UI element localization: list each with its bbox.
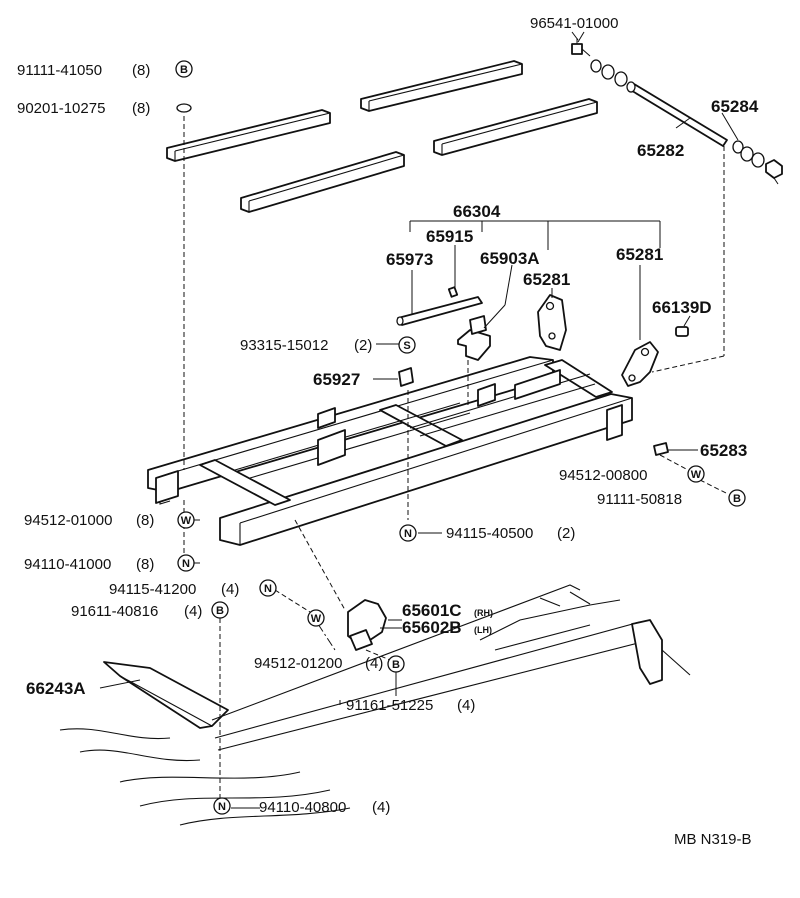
sill-bar xyxy=(360,60,523,112)
hinge-rod xyxy=(396,296,483,326)
label-91111-41050-qty: (8) xyxy=(132,62,150,79)
mud-guard-66243A xyxy=(103,661,229,729)
part-labels: 96541-01000 91111-41050 (8) 90201-10275 … xyxy=(17,15,759,848)
label-65602B-side: (LH) xyxy=(474,625,492,635)
label-65903A: 65903A xyxy=(480,249,540,268)
bolt-symbol: B xyxy=(175,60,193,78)
label-91161-51225: 91161-51225 xyxy=(346,697,433,714)
label-65927: 65927 xyxy=(313,370,360,389)
sill-bar xyxy=(433,98,598,156)
bolt-symbol: B xyxy=(211,601,229,619)
label-91111-50818: 91111-50818 xyxy=(597,491,682,508)
screw-symbol: S xyxy=(398,336,416,354)
nut-symbol: N xyxy=(399,524,417,542)
washer-icon xyxy=(601,64,615,80)
label-93315-15012: 93315-15012 xyxy=(240,337,328,354)
bolt-symbol: B xyxy=(387,655,405,673)
washer-symbol: W xyxy=(177,511,195,529)
label-94110-41000: 94110-41000 xyxy=(24,556,111,573)
label-65282: 65282 xyxy=(637,141,684,160)
svg-text:B: B xyxy=(180,64,188,76)
label-94110-40800-qty: (4) xyxy=(372,799,390,816)
label-94512-01000-qty: (8) xyxy=(136,512,154,529)
label-93315-15012-qty: (2) xyxy=(354,337,372,354)
label-91161-51225-qty: (4) xyxy=(457,697,475,714)
vehicle-chassis xyxy=(59,584,691,826)
label-94115-41200: 94115-41200 xyxy=(109,581,196,598)
label-65601C: 65601C xyxy=(402,601,462,620)
label-96541-01000: 96541-01000 xyxy=(530,15,618,32)
washer-icon xyxy=(614,71,628,87)
hinge-bracket-65903A xyxy=(457,315,491,361)
label-65283: 65283 xyxy=(700,441,747,460)
fastener-symbols: B S W B W N N N B W B N xyxy=(175,60,746,815)
label-94115-40500: 94115-40500 xyxy=(446,525,533,542)
washer-symbol: W xyxy=(307,609,325,627)
washer-flat-icon xyxy=(176,103,192,113)
washer-icon xyxy=(751,152,765,168)
label-94512-01200-qty: (4) xyxy=(365,655,383,672)
label-66139D: 66139D xyxy=(652,298,712,317)
label-91611-40816-qty: (4) xyxy=(184,603,202,620)
diagram-code: MB N319-B xyxy=(674,831,752,848)
washer-symbol: W xyxy=(687,465,705,483)
svg-text:S: S xyxy=(403,340,410,352)
hinge-65281-left xyxy=(537,294,567,351)
label-94512-00800: 94512-00800 xyxy=(559,467,647,484)
grease-fitting-icon xyxy=(571,38,591,57)
hinge-65281-right xyxy=(621,341,659,387)
cotter-pin xyxy=(447,286,459,298)
label-66243A: 66243A xyxy=(26,679,86,698)
label-91111-41050: 91111-41050 xyxy=(17,62,102,79)
label-66304: 66304 xyxy=(453,202,501,221)
tie-down-bracket xyxy=(347,599,387,651)
hinge-parts xyxy=(103,286,689,729)
bushing-66139D xyxy=(675,326,689,337)
bolt-symbol: B xyxy=(728,489,746,507)
nut-symbol: N xyxy=(177,554,195,572)
plate-65927 xyxy=(398,367,414,387)
sill-bar xyxy=(166,109,331,162)
label-91611-40816: 91611-40816 xyxy=(71,603,158,620)
nut-symbol: N xyxy=(213,797,231,815)
svg-text:B: B xyxy=(392,659,400,671)
washer-icon xyxy=(732,140,744,154)
label-90201-10275: 90201-10275 xyxy=(17,100,105,117)
floor-sills xyxy=(166,60,598,213)
label-94512-01000: 94512-01000 xyxy=(24,512,112,529)
svg-text:N: N xyxy=(404,528,412,540)
svg-text:W: W xyxy=(181,515,192,527)
label-65602B: 65602B xyxy=(402,618,462,637)
label-65973: 65973 xyxy=(386,250,433,269)
svg-text:N: N xyxy=(264,583,272,595)
sub-frame xyxy=(147,356,633,546)
label-65281-left: 65281 xyxy=(523,270,570,289)
label-65915: 65915 xyxy=(426,227,473,246)
hinge-pin-assembly xyxy=(571,31,783,185)
label-90201-10275-qty: (8) xyxy=(132,100,150,117)
nut-symbol: N xyxy=(259,579,277,597)
leader-lines xyxy=(99,31,739,809)
svg-text:B: B xyxy=(733,493,741,505)
svg-text:W: W xyxy=(311,613,322,625)
sill-bar xyxy=(240,151,405,213)
svg-text:N: N xyxy=(182,558,190,570)
svg-text:W: W xyxy=(691,469,702,481)
washer-icon xyxy=(590,59,602,73)
plate-65283 xyxy=(653,442,669,456)
label-94110-40800: 94110-40800 xyxy=(259,799,346,816)
label-94115-40500-qty: (2) xyxy=(557,525,575,542)
label-94110-41000-qty: (8) xyxy=(136,556,154,573)
label-65284: 65284 xyxy=(711,97,759,116)
svg-text:B: B xyxy=(216,605,224,617)
hex-nut-icon xyxy=(765,159,783,185)
label-94115-41200-qty: (4) xyxy=(221,581,239,598)
label-65281-right: 65281 xyxy=(616,245,663,264)
label-94512-01200: 94512-01200 xyxy=(254,655,342,672)
washer-icon xyxy=(740,146,754,162)
label-65601C-side: (RH) xyxy=(474,608,493,618)
svg-text:N: N xyxy=(218,801,226,813)
